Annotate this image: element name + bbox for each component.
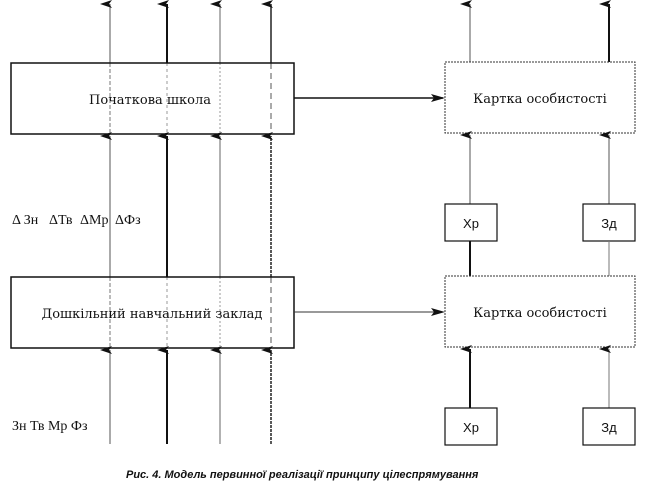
delta-tv-label: ΔТв (49, 213, 73, 228)
card-bottom-label: Картка особистості (473, 306, 607, 321)
card-top-label: Картка особистості (473, 92, 607, 107)
zd-middle-label: Зд (601, 216, 617, 231)
zd-middle-box: Зд (582, 203, 636, 242)
input-arrows (100, 346, 273, 444)
delta-arrows (100, 132, 273, 277)
output-arrows-left (100, 0, 273, 63)
xr-bottom-box: Хр (444, 407, 498, 446)
preschool-label: Дошкільний навчальний заклад (42, 307, 263, 322)
delta-indicators-label: Δ Зн ΔТв ΔМр ΔФз (12, 213, 141, 228)
xr-middle-label: Хр (463, 216, 479, 231)
card-bottom-box: Картка особистості (444, 275, 636, 348)
through-lines-primary (109, 63, 272, 134)
primary-school-label: Початкова школа (89, 93, 211, 108)
card-top-box: Картка особистості (444, 61, 636, 134)
xr-bottom-label: Хр (463, 420, 479, 435)
base-indicators-label: Зн Тв Мр Фз (12, 419, 88, 434)
delta-fz-label: ΔФз (115, 213, 141, 228)
preschool-box: Дошкільний навчальний заклад (10, 276, 295, 349)
through-lines-preschool (109, 277, 272, 348)
figure-caption: Рис. 4. Модель первинної реалізації прин… (126, 469, 479, 481)
zd-bottom-label: Зд (601, 420, 617, 435)
xr-middle-box: Хр (444, 203, 498, 242)
delta-zn-label: Δ Зн (12, 213, 39, 228)
delta-mr-label: ΔМр (80, 213, 108, 228)
zd-bottom-box: Зд (582, 407, 636, 446)
primary-school-box: Початкова школа (10, 62, 295, 135)
